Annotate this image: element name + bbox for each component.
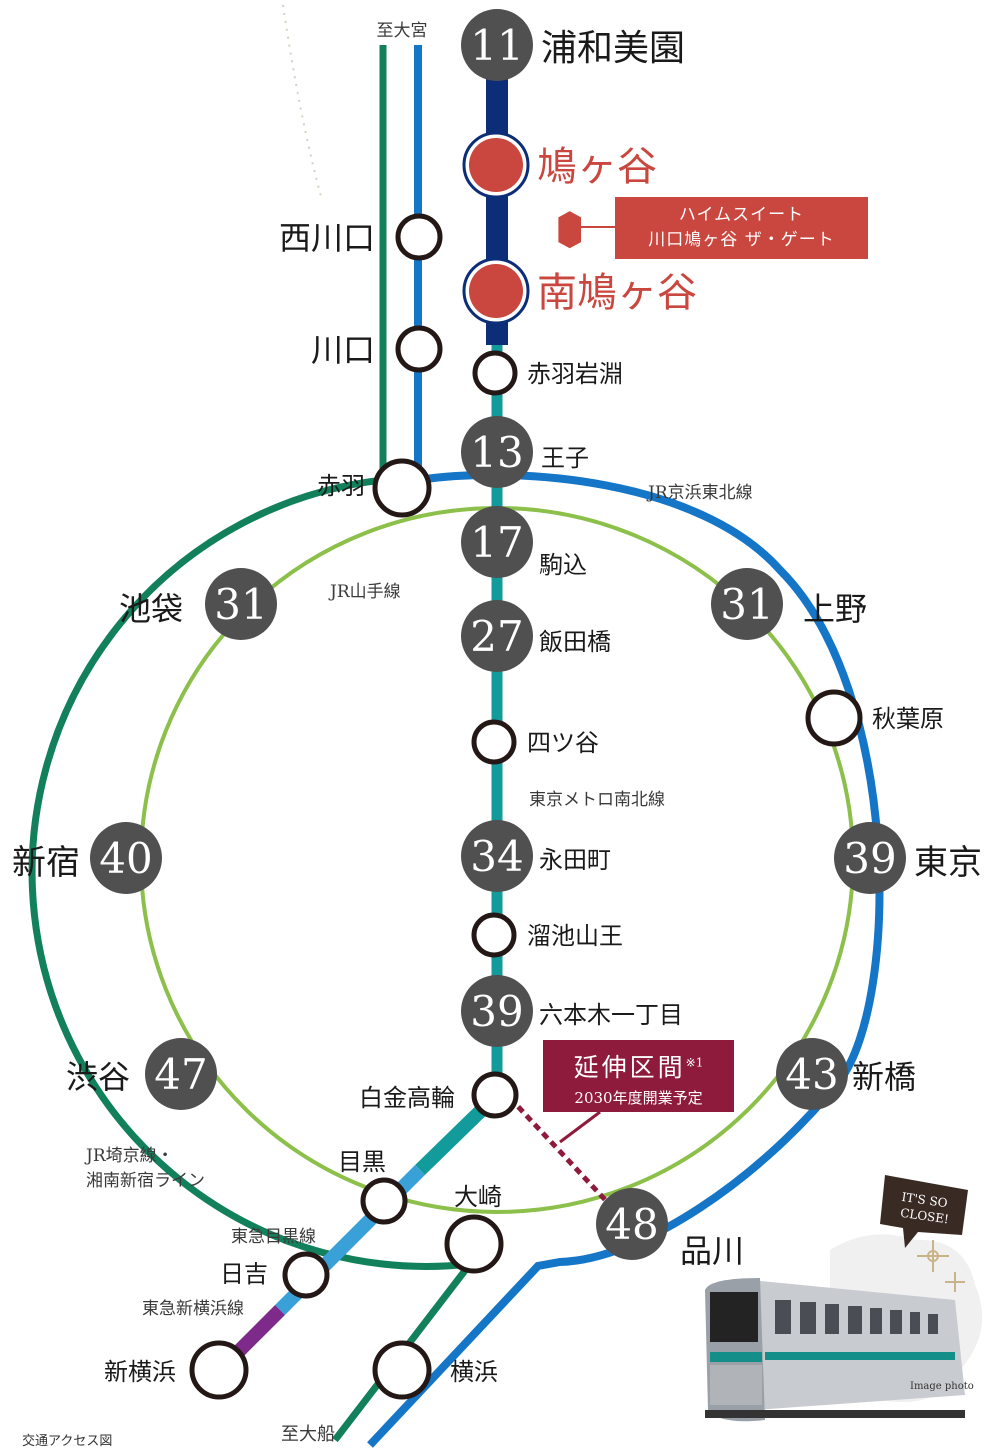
image-photo-caption: Image photo: [910, 1381, 974, 1392]
svg-text:新宿: 新宿: [12, 843, 80, 883]
sparkle-icon: [917, 1240, 965, 1292]
svg-text:31: 31: [720, 580, 773, 629]
label-yamanote: JR山手線: [328, 582, 401, 602]
svg-text:上野: 上野: [803, 590, 867, 628]
svg-text:四ツ谷: 四ツ谷: [527, 729, 599, 757]
station-nagatacho[interactable]: 34 永田町: [461, 820, 611, 892]
extension-subtitle: 2030年度開業予定: [574, 1089, 703, 1107]
footer-caption: 交通アクセス図: [22, 1434, 113, 1449]
station-hatogaya[interactable]: 鳩ヶ谷: [462, 131, 657, 199]
decorative-dashed-arc: [282, 4, 323, 201]
label-saikyo-2: 湘南新宿ライン: [86, 1171, 205, 1191]
station-hiyoshi[interactable]: 日吉: [220, 1251, 330, 1299]
svg-text:王子: 王子: [541, 444, 589, 472]
station-akabane[interactable]: 赤羽: [317, 458, 432, 518]
train-photo: [705, 1234, 983, 1422]
svg-text:39: 39: [470, 987, 523, 1036]
svg-text:溜池山王: 溜池山王: [527, 922, 623, 950]
svg-text:新横浜: 新横浜: [104, 1358, 176, 1386]
svg-text:17: 17: [470, 518, 523, 567]
station-ueno[interactable]: 31 上野: [711, 568, 867, 640]
svg-text:赤羽岩淵: 赤羽岩淵: [527, 360, 623, 388]
extension-pointer: [559, 1110, 601, 1144]
svg-text:43: 43: [785, 1050, 838, 1099]
station-shimbashi[interactable]: 43 新橋: [776, 1038, 916, 1110]
station-tameike-sanno[interactable]: 溜池山王: [471, 912, 623, 958]
svg-text:目黒: 目黒: [338, 1148, 386, 1176]
svg-text:新橋: 新橋: [852, 1058, 916, 1096]
station-urawa-misono[interactable]: 11 浦和美園: [461, 9, 685, 81]
station-shin-yokohama[interactable]: 新横浜: [104, 1340, 249, 1400]
svg-text:鳩ヶ谷: 鳩ヶ谷: [537, 144, 657, 190]
extension-title: 延伸区間※1: [573, 1053, 704, 1082]
svg-text:大崎: 大崎: [454, 1183, 502, 1211]
svg-text:西川口: 西川口: [279, 219, 375, 257]
station-ikebukuro[interactable]: 31 池袋: [119, 568, 277, 640]
svg-text:浦和美園: 浦和美園: [541, 28, 685, 69]
callout-line-2: 川口鳩ヶ谷 ザ・ゲート: [648, 230, 835, 250]
extension-line: [508, 1096, 612, 1207]
label-saikyo-1: JR埼京線・: [84, 1146, 174, 1166]
station-iidabashi[interactable]: 27 飯田橋: [461, 600, 611, 672]
svg-text:横浜: 横浜: [450, 1358, 498, 1386]
station-osaki[interactable]: 大崎: [444, 1183, 504, 1274]
direction-top: 至大宮: [377, 21, 428, 41]
label-meguro-line: 東急目黒線: [231, 1227, 316, 1247]
svg-text:池袋: 池袋: [119, 590, 183, 628]
svg-text:永田町: 永田町: [539, 846, 611, 874]
svg-text:六本木一丁目: 六本木一丁目: [539, 1001, 683, 1029]
station-akabane-iwabuchi[interactable]: 赤羽岩淵: [472, 350, 623, 396]
label-shin-yokohama-line: 東急新横浜線: [142, 1299, 244, 1319]
station-oji[interactable]: 13 王子: [461, 416, 589, 488]
svg-text:駒込: 駒込: [539, 551, 587, 579]
station-yokohama[interactable]: 横浜: [372, 1340, 498, 1400]
station-minami-hatogaya[interactable]: 南鳩ヶ谷: [462, 257, 697, 325]
station-kawaguchi[interactable]: 川口: [311, 325, 443, 373]
svg-text:40: 40: [99, 834, 152, 883]
callout-line-1: ハイムスイート: [678, 205, 805, 225]
label-keihin-tohoku: JR京浜東北線: [646, 483, 753, 503]
label-nanboku: 東京メトロ南北線: [529, 790, 665, 810]
svg-text:渋谷: 渋谷: [66, 1058, 130, 1096]
svg-text:27: 27: [470, 612, 523, 661]
station-shirokane-takanawa[interactable]: 白金高輪: [359, 1071, 519, 1119]
svg-text:39: 39: [843, 834, 896, 883]
svg-text:秋葉原: 秋葉原: [872, 705, 944, 733]
station-nishi-kawaguchi[interactable]: 西川口: [279, 213, 443, 261]
property-hexagon-icon: [558, 211, 582, 249]
saikyo-line: [28, 45, 478, 1443]
station-komagome[interactable]: 17 駒込: [461, 506, 587, 579]
station-shibuya[interactable]: 47 渋谷: [66, 1038, 217, 1110]
svg-text:品川: 品川: [680, 1232, 744, 1270]
svg-text:CLOSE!: CLOSE!: [899, 1206, 949, 1227]
svg-text:34: 34: [470, 832, 523, 881]
svg-text:31: 31: [214, 580, 267, 629]
svg-text:東京: 東京: [914, 843, 982, 883]
svg-text:日吉: 日吉: [220, 1260, 268, 1288]
svg-text:11: 11: [470, 21, 523, 70]
station-meguro[interactable]: 目黒: [338, 1148, 408, 1225]
station-roppongi-itchome[interactable]: 39 六本木一丁目: [461, 975, 683, 1047]
station-akihabara[interactable]: 秋葉原: [805, 689, 944, 747]
svg-text:13: 13: [470, 428, 523, 477]
svg-text:飯田橋: 飯田橋: [539, 628, 611, 656]
svg-text:47: 47: [154, 1050, 207, 1099]
station-shinagawa[interactable]: 48 品川: [596, 1188, 744, 1270]
svg-text:IT'S SO: IT'S SO: [901, 1190, 949, 1210]
station-tokyo[interactable]: 39 東京: [834, 822, 982, 894]
svg-text:赤羽: 赤羽: [317, 472, 365, 500]
extension-callout: 延伸区間※1 2030年度開業予定: [543, 1040, 734, 1112]
direction-bottom: 至大船: [281, 1424, 335, 1445]
svg-text:南鳩ヶ谷: 南鳩ヶ谷: [537, 270, 697, 316]
svg-text:川口: 川口: [311, 331, 375, 369]
svg-text:白金高輪: 白金高輪: [359, 1084, 455, 1112]
station-yotsuya[interactable]: 四ツ谷: [471, 719, 599, 765]
property-callout: ハイムスイート 川口鳩ヶ谷 ザ・ゲート: [615, 197, 868, 259]
station-shinjuku[interactable]: 40 新宿: [12, 822, 162, 894]
its-so-close-badge: IT'S SO CLOSE!: [880, 1175, 968, 1248]
svg-text:48: 48: [605, 1200, 658, 1249]
